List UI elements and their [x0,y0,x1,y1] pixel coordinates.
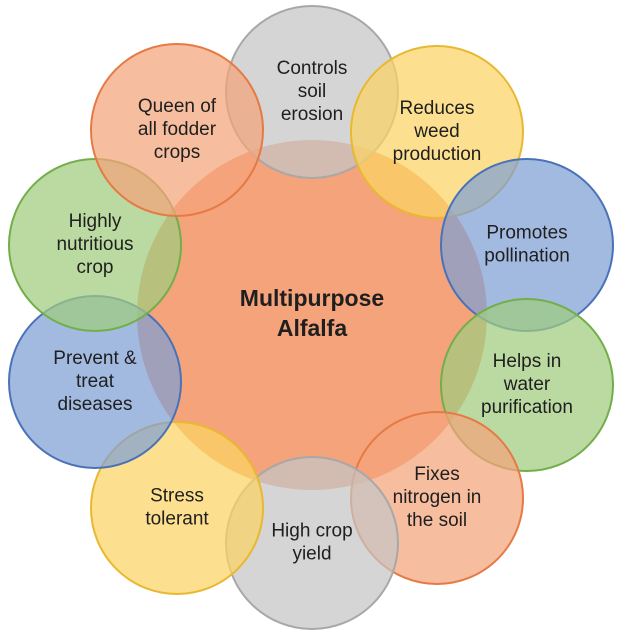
node-label-reduces-weed-production-line: production [393,144,482,165]
node-label-prevent-and-treat-diseases-line: diseases [58,394,133,415]
node-label-high-crop-yield-line: High crop [271,521,352,542]
node-circle-stress-tolerant [90,421,264,595]
node-label-helps-in-water-purification-line: water [503,374,551,395]
node-label-fixes-nitrogen-in-the-soil-line: Fixes [414,464,459,485]
node-label-controls-soil-erosion-line: Controls [277,58,348,79]
center-label-line: Alfalfa [277,315,348,341]
node-label-controls-soil-erosion-line: erosion [281,104,343,125]
center-circle [137,140,487,490]
node-label-helps-in-water-purification-line: Helps in [493,351,562,372]
node-circle-queen-of-all-fodder-crops [90,43,264,217]
node-label-fixes-nitrogen-in-the-soil-line: nitrogen in [393,487,482,508]
center-label-line: Multipurpose [240,285,384,311]
node-label-highly-nutritious-crop-line: nutritious [56,234,133,255]
node-label-queen-of-all-fodder-crops-line: Queen of [138,96,217,117]
node-label-stress-tolerant-line: tolerant [145,509,209,530]
node-label-fixes-nitrogen-in-the-soil-line: the soil [407,510,467,531]
node-label-controls-soil-erosion-line: soil [298,81,327,102]
node-label-prevent-and-treat-diseases-line: treat [76,371,115,392]
node-label-promotes-pollination-line: pollination [484,246,570,267]
node-label-highly-nutritious-crop-line: Highly [69,211,122,232]
node-label-promotes-pollination-line: Promotes [486,223,567,244]
node-label-reduces-weed-production-line: Reduces [400,98,475,119]
node-label-helps-in-water-purification-line: purification [481,397,573,418]
node-label-stress-tolerant-line: Stress [150,486,204,507]
node-label-queen-of-all-fodder-crops-line: all fodder [138,119,217,140]
node-label-highly-nutritious-crop-line: crop [77,257,114,278]
node-label-prevent-and-treat-diseases-line: Prevent & [53,348,137,369]
node-label-queen-of-all-fodder-crops-line: crops [154,142,200,163]
node-label-high-crop-yield-line: yield [292,544,331,565]
node-label-reduces-weed-production-line: weed [413,121,459,142]
